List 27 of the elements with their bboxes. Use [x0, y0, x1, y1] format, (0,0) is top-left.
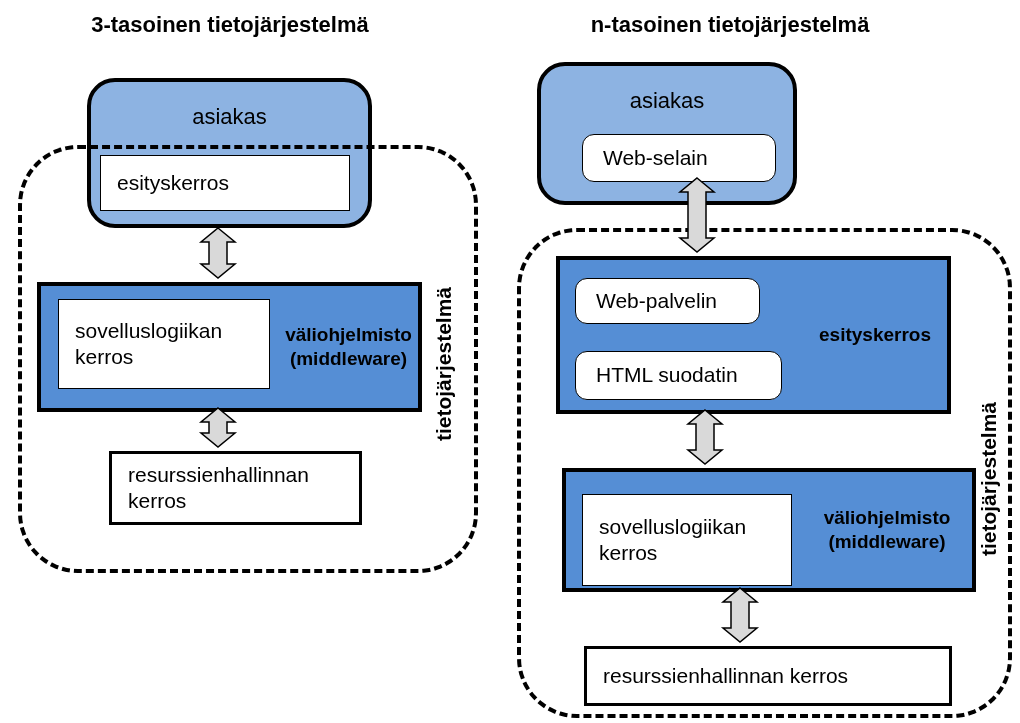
double-arrow: [677, 177, 717, 253]
layer-box: sovelluslogiikan kerros: [582, 494, 792, 586]
presentation-box: [556, 256, 951, 414]
component-box: Web-palvelin: [575, 278, 760, 324]
double-arrow: [720, 587, 760, 643]
column-title: 3-tasoinen tietojärjestelmä: [90, 11, 370, 39]
middleware-box: [37, 282, 422, 412]
component-box: HTML suodatin: [575, 351, 782, 400]
vertical-label: tietojärjestelmä: [431, 286, 457, 442]
box-label: asiakas: [629, 87, 705, 115]
component-box: Web-selain: [582, 134, 776, 182]
layer-box: esityskerros: [100, 155, 350, 211]
double-arrow: [198, 227, 238, 279]
double-arrow: [685, 409, 725, 465]
vertical-label: tietojärjestelmä: [976, 401, 1002, 557]
box-label: esityskerros: [818, 323, 932, 347]
middleware-box: [562, 468, 976, 592]
layer-box: resurssienhallinnan kerros: [109, 451, 362, 525]
client-box: [537, 62, 797, 205]
box-label: väliohjelmisto (middleware): [822, 506, 952, 554]
double-arrow: [198, 407, 238, 448]
system-boundary: [517, 228, 1012, 718]
box-label: väliohjelmisto (middleware): [284, 323, 413, 371]
layer-box: resurssienhallinnan kerros: [584, 646, 952, 706]
system-boundary: [18, 145, 478, 573]
column-title: n-tasoinen tietojärjestelmä: [589, 11, 871, 39]
layer-box: sovelluslogiikan kerros: [58, 299, 270, 389]
